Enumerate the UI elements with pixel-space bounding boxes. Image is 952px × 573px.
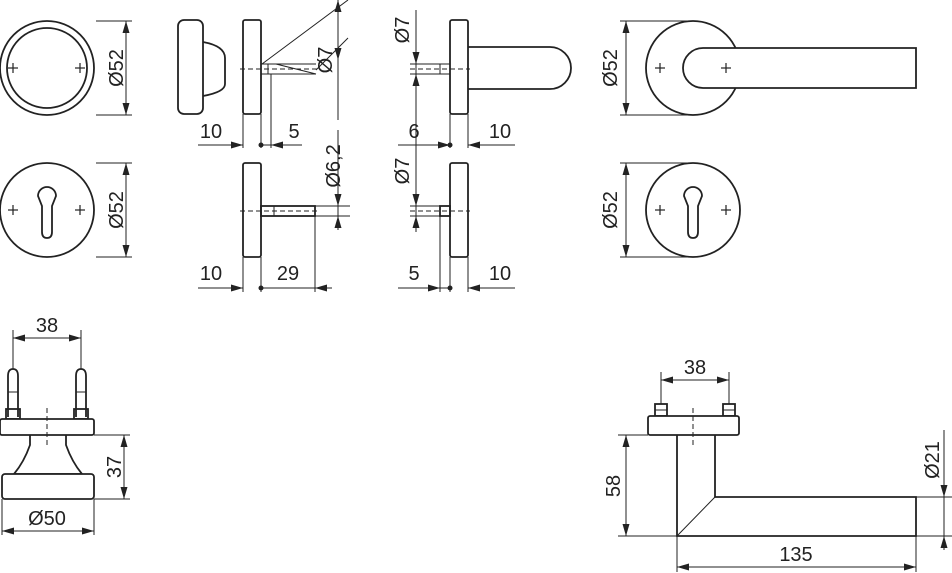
knob-elevation-view: 38 37 Ø50	[0, 315, 130, 535]
dim-lever-bolt-spacing: 38	[684, 357, 706, 379]
dim-knob-spindle: Ø7	[315, 47, 337, 74]
dim-knob-diameter: Ø50	[28, 508, 66, 530]
escutcheon-front-view-right: Ø52	[600, 162, 741, 258]
dim-lever-offset: 6	[408, 121, 419, 143]
dim-lever-length: 135	[779, 544, 812, 566]
cylinder-plate-side-view: Ø6,2 10 29	[198, 130, 350, 292]
dim-escutcheon-right-diameter: Ø52	[600, 191, 622, 229]
dim-knob-offset: 5	[288, 121, 299, 143]
lever-side-view: Ø7 6 10	[392, 10, 572, 150]
dim-lever-spindle: Ø7	[392, 17, 414, 44]
dim-cylinder-plate-thickness: 10	[200, 263, 222, 285]
escutcheon-side-view: Ø7 5 10	[392, 150, 515, 292]
dim-knob-bolt-spacing: 38	[36, 315, 58, 337]
knob-side-view: Ø7 10 5	[177, 0, 349, 149]
dim-lever-front-diameter: Ø52	[600, 49, 622, 87]
dim-lever-grip-diameter: Ø21	[922, 441, 944, 479]
dim-knob-rose-thickness: 10	[200, 121, 222, 143]
dim-cylinder-screw-length: 29	[277, 263, 299, 285]
dim-escutcheon-thickness: 10	[489, 263, 511, 285]
dim-cylinder-screw: Ø6,2	[323, 144, 345, 187]
rose-front-view: Ø52	[0, 20, 132, 116]
escutcheon-front-view: Ø52	[0, 162, 132, 258]
dim-lever-height: 58	[603, 475, 625, 497]
dim-escutcheon-offset: 5	[408, 263, 419, 285]
lever-front-view: Ø52	[600, 20, 917, 116]
dim-knob-height: 37	[104, 456, 126, 478]
dim-lever-rose-thickness: 10	[489, 121, 511, 143]
dim-escutcheon-diameter: Ø52	[106, 191, 128, 229]
lever-elevation-view: 38 58 Ø21 135	[603, 357, 952, 572]
dim-escutcheon-spindle: Ø7	[392, 158, 414, 185]
dim-rose-diameter: Ø52	[106, 49, 128, 87]
